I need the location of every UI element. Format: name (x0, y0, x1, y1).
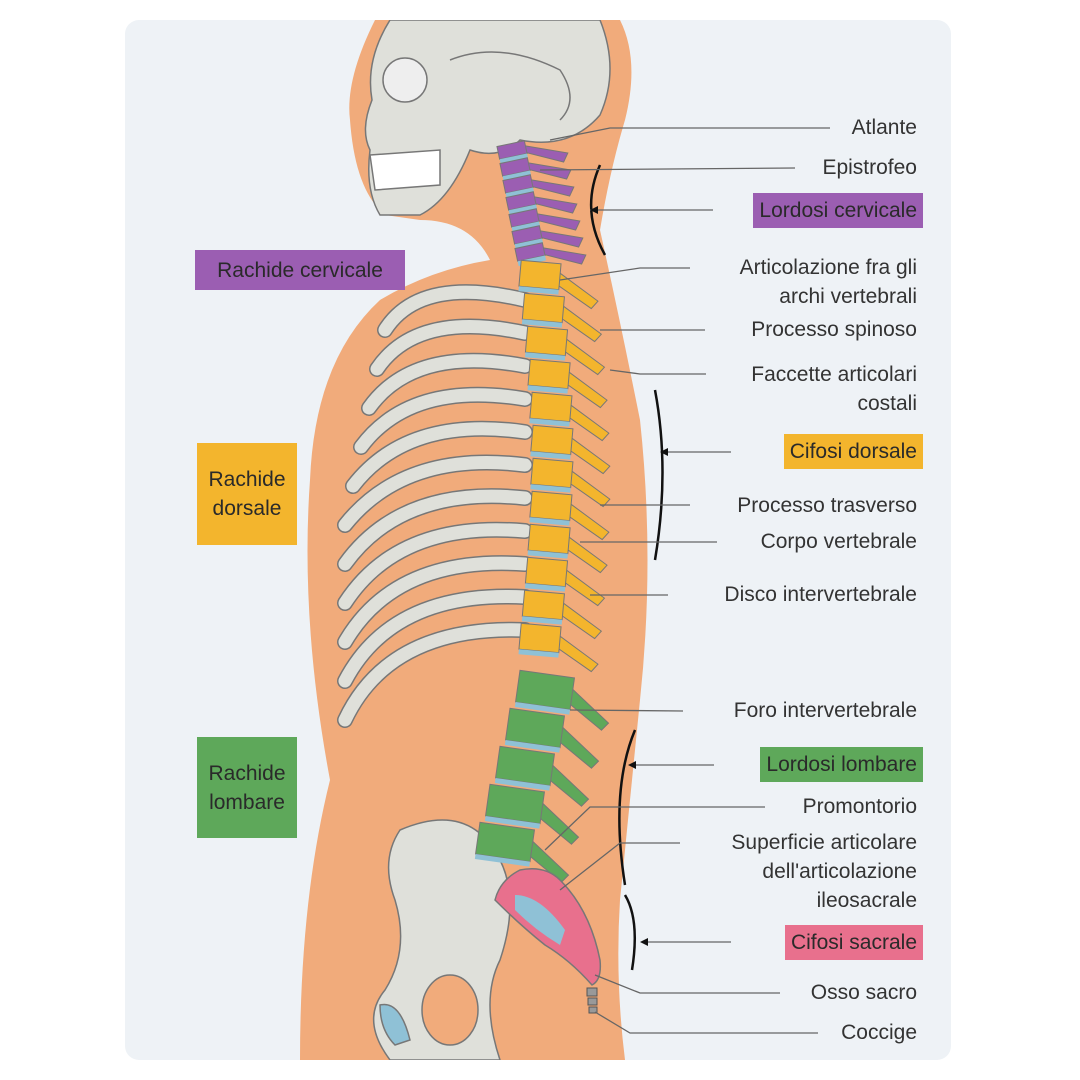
label-line: archi vertebrali (779, 285, 917, 308)
label-line: Articolazione fra gli (739, 256, 917, 279)
disc (514, 702, 571, 715)
vertebra (527, 523, 608, 574)
vertebra (514, 242, 587, 267)
pelvis (373, 819, 511, 1060)
disc (524, 352, 566, 361)
label-line: costali (857, 392, 917, 415)
rib (354, 388, 532, 454)
label-atlante: Atlante (851, 116, 917, 139)
label-text: dorsale (212, 497, 282, 520)
ribs (337, 284, 533, 728)
vertebra (511, 225, 584, 250)
disc (511, 221, 541, 233)
disc (527, 385, 568, 394)
label-processo-trasverso: Processo trasverso (737, 494, 917, 517)
vertebra (484, 783, 580, 845)
disc (530, 484, 571, 493)
vertebra (530, 424, 611, 475)
vertebra (524, 556, 606, 607)
label-text: Rachide (208, 761, 286, 785)
label-epistrofeo: Epistrofeo (822, 156, 917, 179)
vertebra (518, 622, 599, 673)
label-faccette: Faccette articolari costali (751, 360, 917, 418)
rib (338, 489, 532, 571)
vertebra (505, 191, 578, 216)
vertebra (529, 391, 610, 442)
label-lordosi-cervicale: Lordosi cervicale (753, 193, 923, 228)
disc (474, 854, 531, 867)
label-foro: Foro intervertebrale (733, 699, 917, 722)
disc (521, 616, 563, 625)
label-cifosi-dorsale: Cifosi dorsale (783, 434, 923, 469)
vertebra (474, 821, 570, 883)
rib (338, 623, 532, 727)
vertebra (514, 669, 610, 731)
vertebra (521, 589, 603, 640)
label-corpo-vertebrale: Corpo vertebrale (760, 530, 917, 553)
vertebra (508, 208, 581, 233)
rib (338, 523, 532, 610)
disc (505, 187, 535, 199)
vertebra (521, 292, 603, 343)
spine (474, 140, 611, 883)
disc (518, 649, 559, 658)
label-disco: Disco intervertebrale (724, 583, 917, 606)
disc (530, 451, 571, 460)
label-articolazione: Articolazione fra gli archi vertebrali (740, 253, 917, 311)
leader-lines (539, 127, 830, 1034)
rib (346, 422, 532, 493)
disc (514, 238, 544, 250)
coccyx (586, 987, 598, 1014)
vertebra (530, 457, 611, 508)
label-processo-spinoso: Processo spinoso (751, 318, 917, 341)
disc (508, 204, 538, 216)
label-text: Rachide (208, 468, 286, 491)
disc (504, 740, 561, 753)
vertebra (494, 745, 590, 807)
rib (362, 354, 532, 415)
disc (518, 286, 559, 295)
label-superficie: Superficie articolare dell'articolazione i… (731, 828, 917, 915)
label-cifosi-sacrale: Cifosi sacrale (784, 925, 923, 960)
rib (338, 456, 532, 532)
rib (338, 590, 532, 688)
label-line: dell'articolazione (762, 860, 917, 883)
skull (364, 20, 611, 216)
disc (494, 778, 551, 791)
rib (378, 285, 532, 337)
rib (338, 556, 532, 649)
vertebra (529, 490, 610, 541)
label-promontorio: Promontorio (802, 795, 917, 818)
disc (499, 153, 529, 165)
label-line: Superficie articolare (731, 831, 917, 854)
label-line: ileosacrale (816, 889, 917, 912)
vertebra (524, 325, 606, 376)
label-rachide-cervicale: Rachide cervicale (195, 250, 405, 290)
disc (484, 816, 541, 829)
label-osso-sacro: Osso sacro (810, 981, 917, 1004)
label-line: Faccette articolari (751, 363, 917, 386)
vertebra (504, 707, 600, 769)
label-rachide-dorsale: Rachide dorsale (197, 443, 297, 545)
disc (502, 170, 532, 182)
label-lordosi-lombare: Lordosi lombare (760, 747, 923, 782)
disc (529, 418, 570, 427)
label-text: Rachide cervicale (217, 258, 383, 282)
vertebra (527, 358, 608, 409)
label-coccige: Coccige (841, 1021, 917, 1044)
disc (524, 583, 566, 592)
rib (370, 320, 532, 376)
vertebra (496, 140, 569, 165)
label-text: lombare (209, 790, 285, 814)
disc (527, 550, 568, 559)
vertebra (502, 174, 575, 199)
disc (521, 319, 563, 328)
disc (529, 517, 570, 526)
label-rachide-lombare: Rachide lombare (197, 737, 297, 838)
